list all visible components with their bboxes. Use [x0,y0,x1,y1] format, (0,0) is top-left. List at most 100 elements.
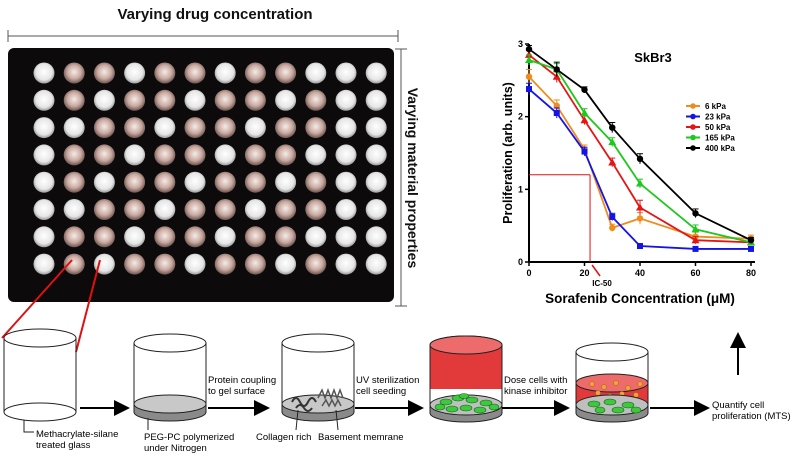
legend-swatch-marker [690,145,696,151]
plate-top-label: Varying drug concentration [117,6,313,23]
well [124,171,146,193]
well [365,226,387,248]
well [275,62,297,84]
data-point [636,215,644,222]
well [365,117,387,139]
well [305,117,327,139]
well [365,62,387,84]
legend-label: 400 kPa [705,144,735,153]
data-point [581,86,588,93]
y-tick-label: 2 [518,112,523,122]
well [214,199,236,220]
x-tick-label: 20 [579,268,589,278]
well [365,199,387,220]
well [335,62,357,84]
well [305,89,327,111]
well [244,171,266,193]
data-point [692,210,699,217]
well [335,89,357,111]
label-dose-l2: kinase inhibitor [504,386,567,397]
well [365,171,387,193]
label-basement: Basement memrane [318,432,404,443]
label-uv-l2: cell seeding [356,386,406,397]
data-point [580,109,589,117]
step-gel [133,333,207,430]
label-protein-l2: to gel surface [208,386,265,397]
top-bracket [7,30,399,42]
label-dose-l1: Dose cells with [504,375,567,386]
well [244,89,266,111]
x-tick-label: 0 [526,268,531,278]
well [244,117,266,139]
side-bracket [395,48,407,307]
well [275,144,297,166]
well [154,226,176,248]
well [214,171,236,193]
y-tick-label: 1 [518,184,523,194]
well [33,117,55,139]
data-point [692,245,699,252]
data-point [608,158,617,166]
well [33,226,55,248]
label-quantify-l1: Quantify cell [712,400,764,411]
well [93,144,115,166]
data-point [636,179,644,187]
chart-ylabel: Proliferation (arb. units) [501,82,515,224]
well [244,253,266,275]
well [305,144,327,166]
data-point [525,73,533,80]
well [275,171,297,193]
well [93,226,115,248]
y-tick-label: 3 [518,39,523,49]
step-protein [281,333,355,431]
data-point [581,148,588,155]
well [184,253,206,275]
data-point [526,86,532,93]
label-protein-l1: Protein coupling [208,375,276,386]
well [124,62,146,84]
well [305,226,327,248]
well [33,89,55,111]
well [214,117,236,139]
well [275,89,297,111]
well [154,171,176,193]
well [275,226,297,248]
well [244,144,266,166]
data-point [609,124,616,131]
zoom-line-left [1,259,73,339]
well [33,253,55,275]
well [124,199,146,220]
label-collagen-l1: Collagen rich [256,432,311,443]
well [214,253,236,275]
well [93,62,115,84]
well [275,117,297,139]
well [305,253,327,275]
well [33,199,55,220]
label-glass-l2: treated glass [36,440,91,451]
well [154,199,176,220]
well [184,89,206,111]
well [365,89,387,111]
legend-swatch-marker [690,134,696,141]
well [244,199,266,220]
well [365,144,387,166]
well [184,117,206,139]
data-point [636,155,644,163]
well [214,62,236,84]
well [154,62,176,84]
x-tick-label: 80 [746,268,756,278]
legend-label: 23 kPa [705,113,731,122]
label-glass-l1: Methacrylate-silane [36,429,118,440]
well [93,117,115,139]
well [63,253,85,275]
x-tick-label: 40 [635,268,645,278]
step-glass [3,328,77,433]
data-point [580,116,589,124]
well [63,171,85,193]
well [184,144,206,166]
well [63,89,85,111]
well [214,226,236,248]
